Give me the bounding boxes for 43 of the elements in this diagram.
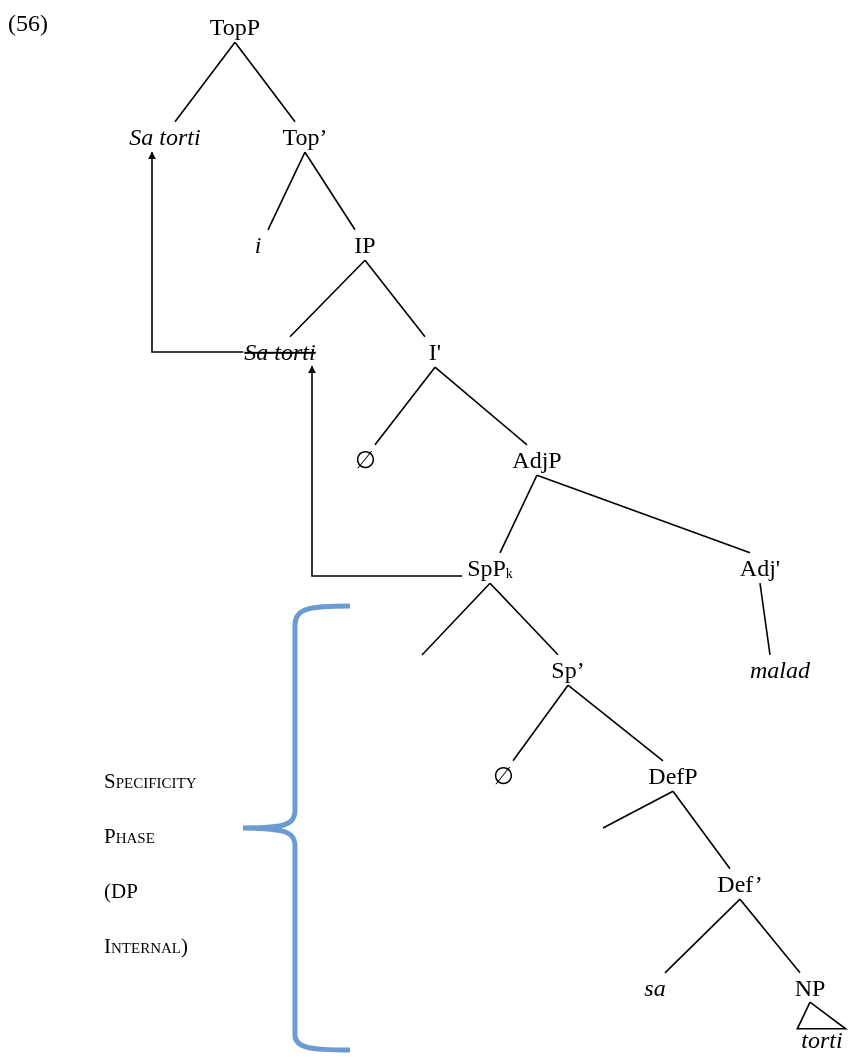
tree-node-label: Top’: [281, 123, 329, 151]
tree-branch: [739, 898, 801, 974]
phase-annotation: Specificity Phase (DP Internal): [104, 768, 198, 960]
tree-branch: [759, 582, 771, 656]
movement-arrow: [308, 365, 463, 577]
tree-branch: [234, 41, 296, 123]
tree-node-label: DefP: [647, 762, 699, 790]
tree-node-label: Sa torti: [128, 123, 202, 151]
tree-branch: [602, 790, 674, 829]
tree-branch: [512, 684, 569, 762]
tree-node-label: NP: [793, 974, 827, 1002]
triangle-branch: [796, 1000, 849, 1030]
tree-node-label: SpP$_{k}$: [466, 554, 514, 582]
tree-branch: [672, 790, 731, 870]
tree-branch: [489, 582, 559, 656]
tree-node-label: sa: [643, 974, 667, 1002]
tree-branch: [374, 366, 436, 446]
tree-node-label: I': [427, 338, 443, 366]
tree-node-label: Adj': [738, 554, 782, 582]
tree-node-label: AdjP: [511, 446, 563, 474]
tree-branch: [289, 259, 366, 338]
tree-branch: [364, 259, 426, 338]
tree-branch: [567, 684, 664, 762]
tree-node-label: i: [253, 231, 263, 259]
tree-node-label: ∅: [491, 762, 515, 790]
tree-node-label: Def’: [716, 870, 764, 898]
tree-branch: [434, 366, 528, 446]
tree-branch: [536, 474, 751, 554]
tree-node-label: torti: [800, 1026, 844, 1054]
tree-node-label: TopP: [208, 13, 262, 41]
tree-node-label: IP: [353, 231, 377, 259]
tree-branch: [267, 151, 306, 231]
tree-branch: [421, 582, 491, 656]
example-number: (56): [8, 10, 48, 37]
tree-branch: [664, 898, 741, 974]
tree-node-label: Sa torti: [243, 338, 317, 366]
tree-node-label: ∅: [353, 446, 377, 474]
tree-branch: [174, 41, 236, 123]
tree-branch: [499, 474, 538, 554]
tree-branch: [304, 151, 356, 231]
movement-arrow: [148, 151, 245, 353]
tree-node-label: malad: [749, 656, 811, 684]
tree-node-label: Sp’: [550, 656, 586, 684]
